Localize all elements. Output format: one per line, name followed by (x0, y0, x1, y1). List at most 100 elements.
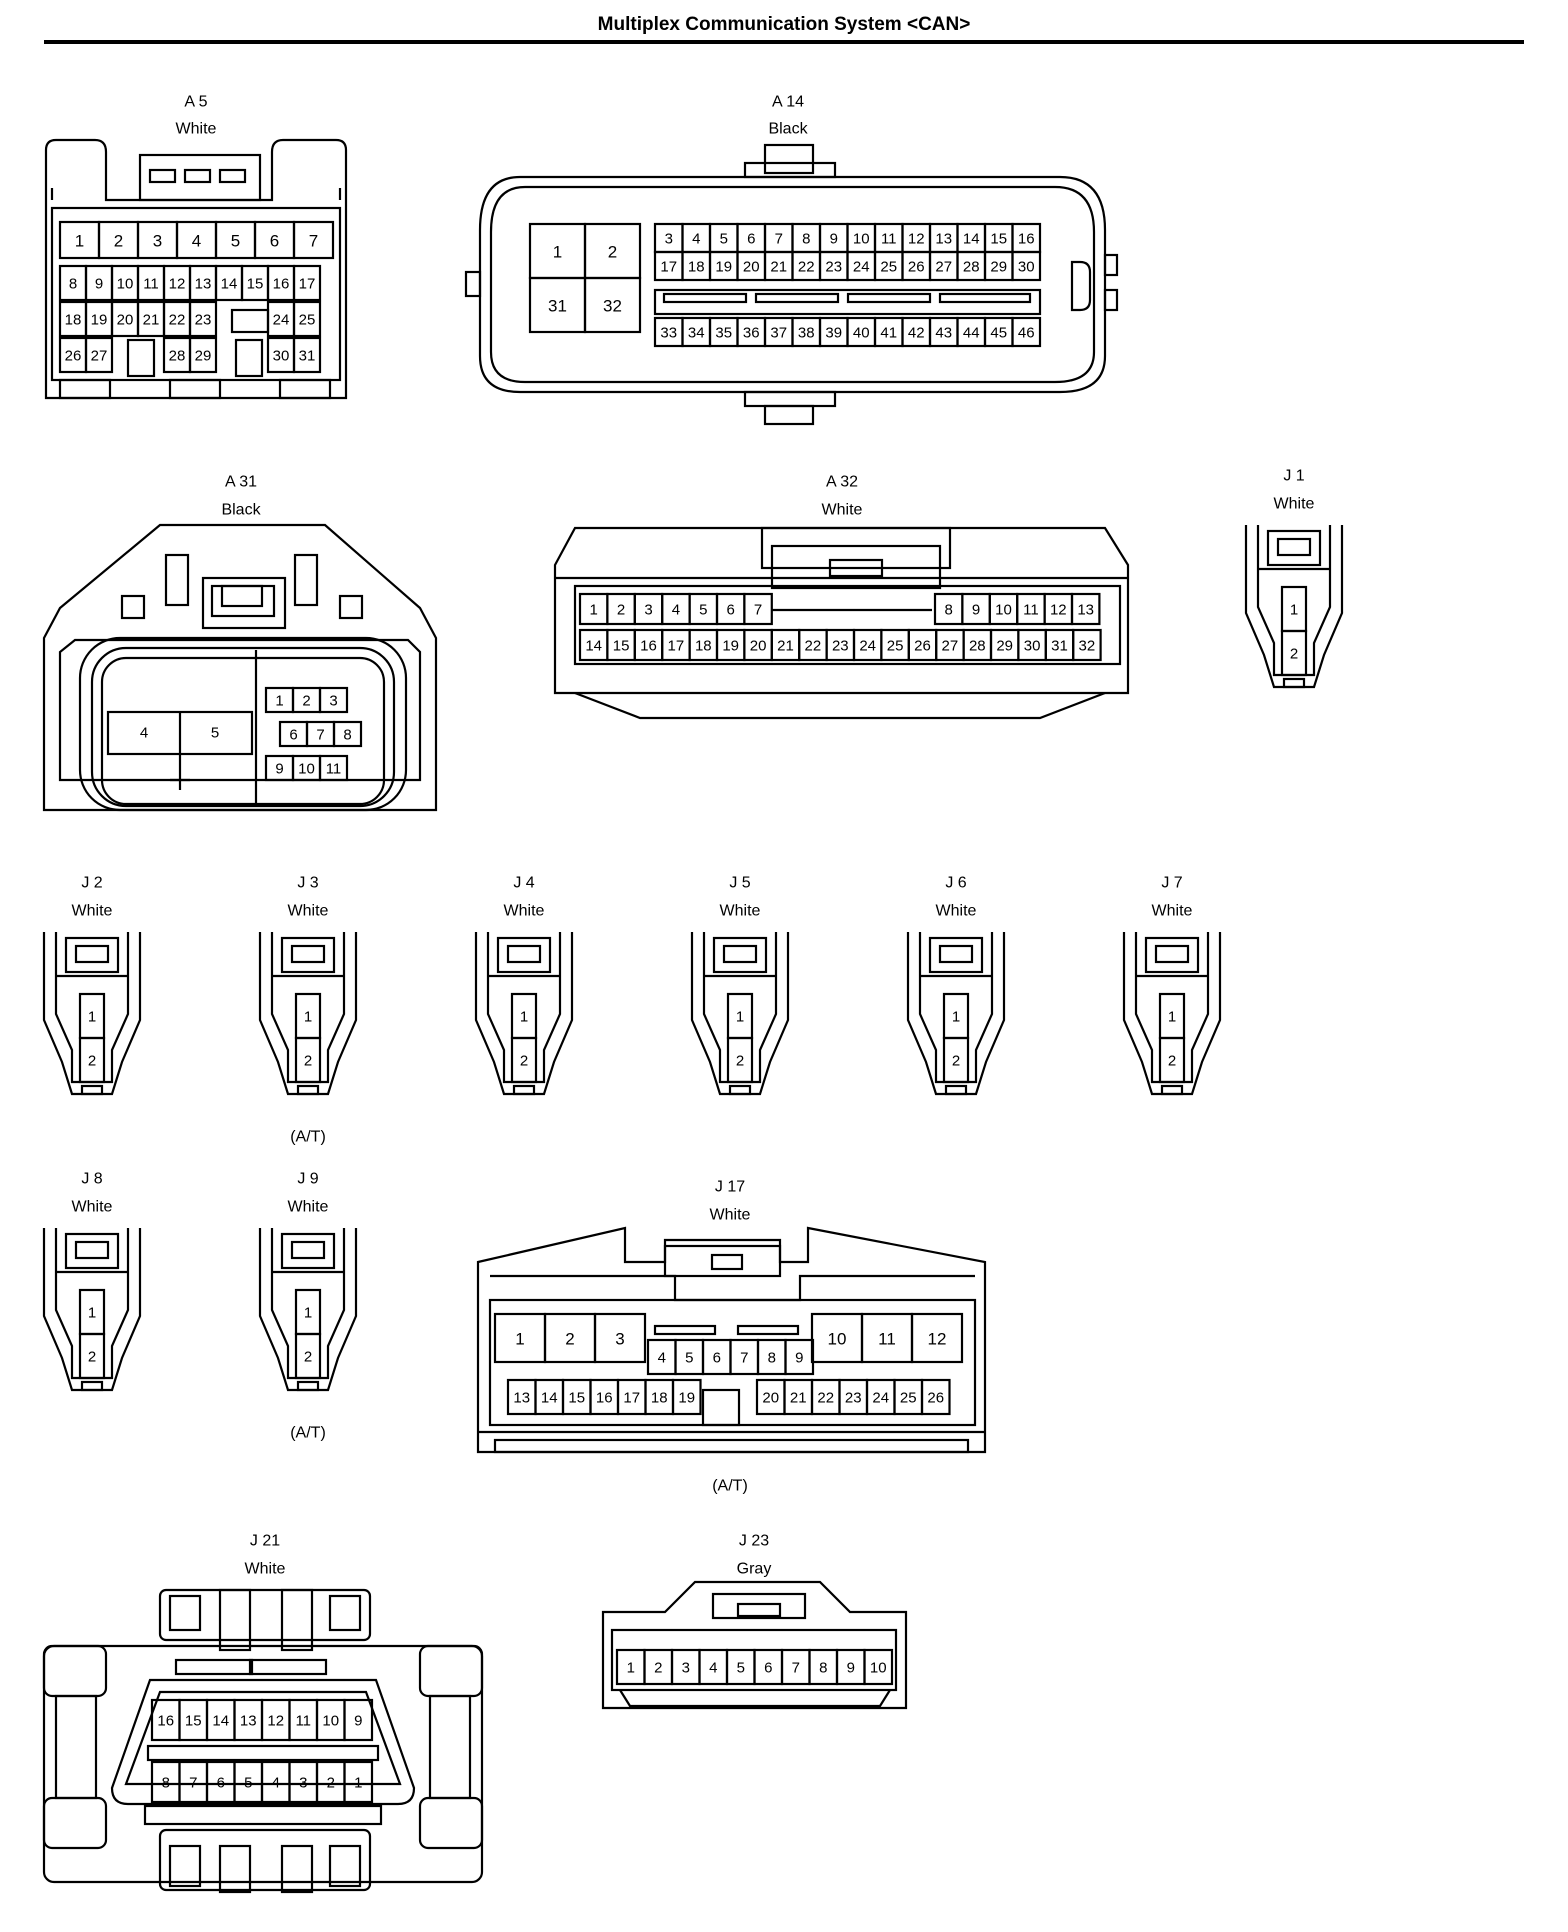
pin-number: 7 (740, 1350, 748, 1367)
pin-number: 27 (91, 348, 108, 365)
pin-cavity: 2 (726, 1036, 754, 1084)
pin-number: 31 (299, 348, 316, 365)
pin-cavity: 8 (150, 1760, 181, 1804)
pin-cavity: 7 (178, 1760, 209, 1804)
pin-number: 25 (887, 638, 904, 655)
pin-cavity: 1 (264, 686, 295, 714)
connector-color: White (72, 903, 113, 920)
connector-code: J 6 (945, 875, 966, 892)
pin-number: 16 (596, 1390, 613, 1407)
pin-number: 2 (520, 1053, 528, 1070)
pin-number: 23 (845, 1390, 862, 1407)
pin-number: 8 (343, 727, 351, 744)
connector-color: White (245, 1561, 286, 1578)
pin-number: 3 (329, 693, 337, 710)
pin-cavity: 17 (661, 628, 691, 662)
pin-number: 38 (798, 325, 815, 342)
pin-cavity: 29 (983, 250, 1014, 282)
pin-number: 17 (660, 259, 677, 276)
pin-cavity: 1 (615, 1648, 646, 1686)
pin-number: 1 (304, 1305, 312, 1322)
pin-cavity: 16 (150, 1698, 181, 1742)
pin-cavity: 30 (266, 336, 296, 374)
pin-number: 26 (927, 1390, 944, 1407)
pin-cavity: 8 (791, 222, 822, 254)
pin-cavity: 1 (1158, 992, 1186, 1040)
pin-number: 33 (660, 325, 677, 342)
pin-cavity: 5 (708, 222, 739, 254)
pin-cavity: 25 (893, 1378, 924, 1416)
pin-cavity: 46 (1011, 316, 1042, 348)
pin-number: 18 (695, 638, 712, 655)
pin-cavity: 10 (291, 754, 322, 782)
pin-number: 6 (289, 727, 297, 744)
connector-color: Gray (737, 1561, 772, 1578)
connector-color: White (720, 903, 761, 920)
pin-number: 8 (945, 602, 953, 619)
pin-cavity: 43 (928, 316, 959, 348)
pin-number: 11 (878, 1330, 896, 1349)
pin-cavity: 2 (78, 1332, 106, 1380)
pin-cavity: 31 (292, 336, 322, 374)
pin-number: 12 (1050, 602, 1067, 619)
pin-number: 2 (1290, 646, 1298, 663)
pin-number: 24 (872, 1390, 889, 1407)
pin-number: 41 (880, 325, 897, 342)
pin-cavity: 5 (214, 220, 257, 260)
pin-cavity: 5 (233, 1760, 264, 1804)
pin-cavity: 23 (838, 1378, 869, 1416)
pin-cavity: 24 (852, 628, 883, 662)
pin-number: 2 (88, 1053, 96, 1070)
pin-cavity: 16 (633, 628, 664, 662)
pin-cavity: 16 (1011, 222, 1042, 254)
pin-number: 19 (715, 259, 732, 276)
pin-cavity: 1 (78, 992, 106, 1040)
pin-number: 6 (747, 231, 755, 248)
pin-cavity: 2 (291, 686, 322, 714)
pin-cavity: 10 (810, 1312, 864, 1364)
pin-cavity: 8 (58, 264, 88, 302)
pin-number: 21 (790, 1390, 807, 1407)
pin-number: 6 (217, 1775, 225, 1792)
pin-number: 9 (275, 761, 283, 778)
pin-number: 14 (212, 1713, 229, 1730)
connector-body (553, 526, 1130, 720)
pin-number: 15 (247, 276, 264, 293)
pin-number: 12 (928, 1330, 947, 1349)
pin-cavity: 1 (343, 1760, 374, 1804)
pin-cavity: 3 (593, 1312, 647, 1364)
pin-number: 20 (750, 638, 767, 655)
page-title: Multiplex Communication System <CAN> (597, 14, 971, 35)
pin-number: 1 (88, 1009, 96, 1026)
pin-number: 11 (881, 231, 897, 248)
connector-color: White (710, 1207, 751, 1224)
pin-number: 14 (585, 638, 602, 655)
connector-body (464, 143, 1119, 426)
pin-cavity: 30 (1011, 250, 1042, 282)
pin-cavity: 10 (988, 592, 1019, 626)
connector-color: White (72, 1199, 113, 1216)
pin-cavity: 9 (961, 592, 991, 626)
pin-cavity: 6 (715, 592, 746, 626)
pin-cavity: 19 (84, 300, 114, 338)
pin-number: 7 (792, 1660, 800, 1677)
pin-number: 28 (169, 348, 186, 365)
pin-number: 1 (1168, 1009, 1176, 1026)
pin-cavity: 3 (653, 222, 684, 254)
pin-number: 2 (1168, 1053, 1176, 1070)
pin-cavity: 4 (698, 1648, 729, 1686)
pin-number: 4 (658, 1350, 666, 1367)
pin-cavity: 3 (318, 686, 349, 714)
pin-cavity: 2 (543, 1312, 597, 1364)
pin-number: 9 (847, 1660, 855, 1677)
pin-cavity: 19 (708, 250, 739, 282)
pin-cavity: 13 (188, 264, 218, 302)
pin-cavity: 14 (534, 1378, 565, 1416)
pin-number: 19 (91, 312, 108, 329)
pin-cavity: 27 (84, 336, 114, 374)
connector-code: J 8 (81, 1171, 102, 1188)
pin-cavity: 11 (1016, 592, 1046, 626)
